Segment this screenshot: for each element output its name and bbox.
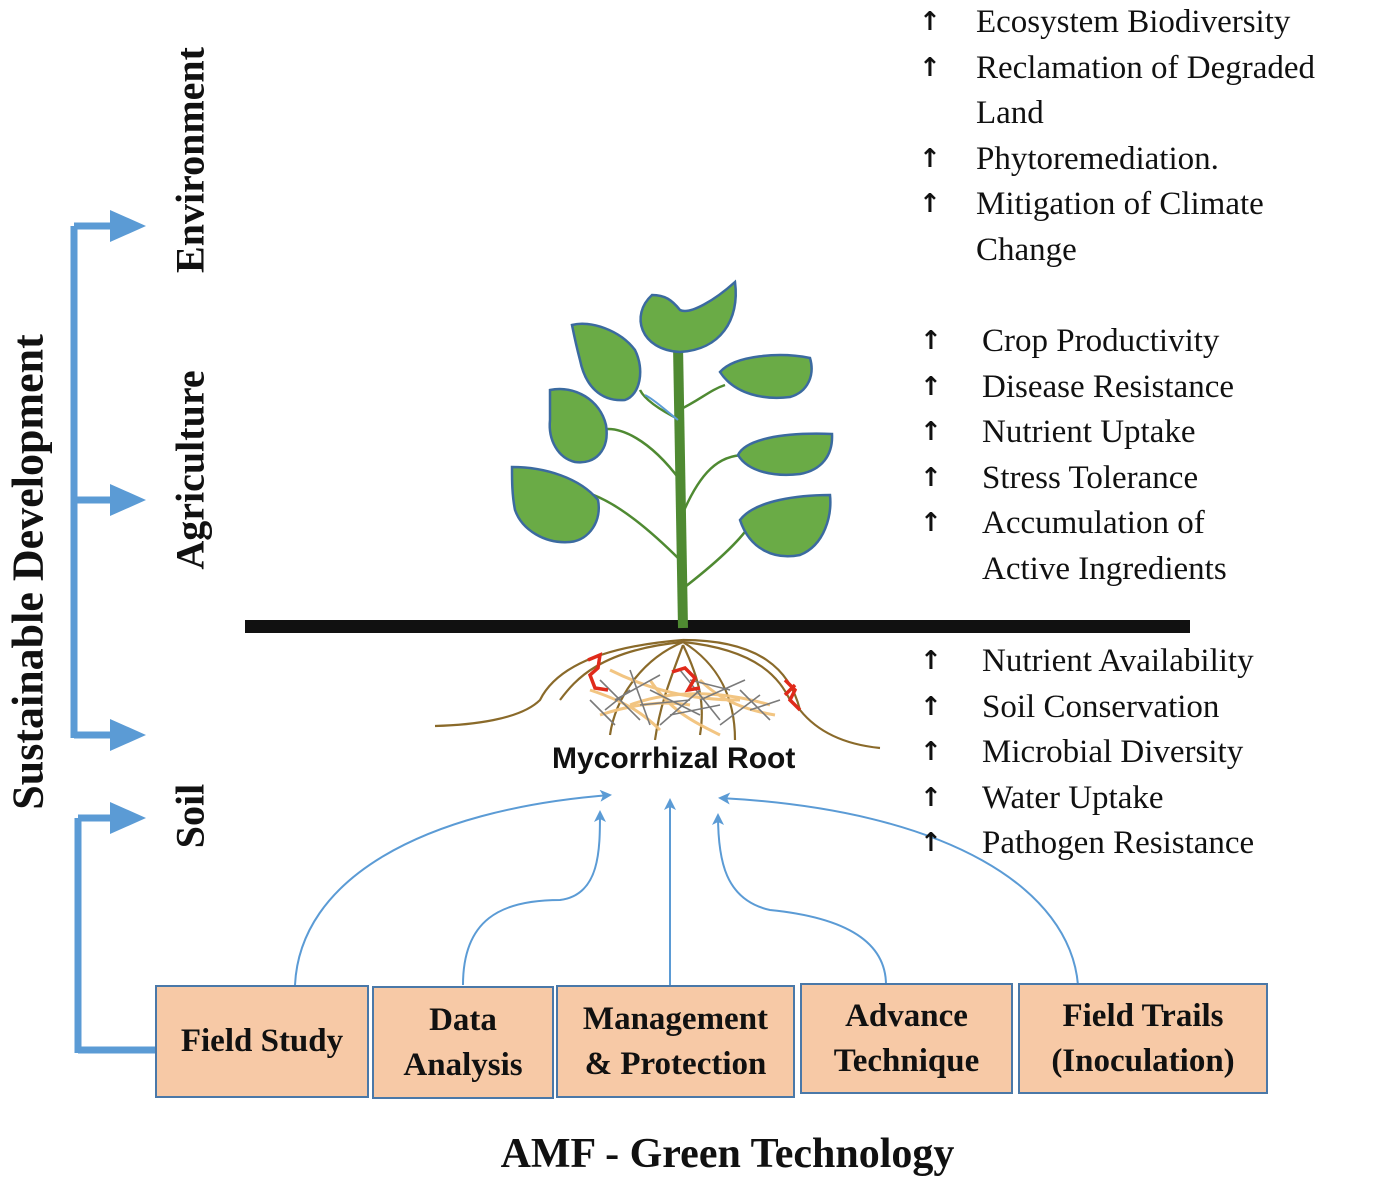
box-field-study: Field Study bbox=[155, 985, 369, 1098]
up-arrow-icon: ↑ bbox=[920, 508, 942, 538]
arrow-advance-technique bbox=[712, 813, 887, 986]
arrow-field-study bbox=[294, 789, 612, 986]
up-arrow-icon: ↑ bbox=[919, 189, 941, 219]
environment-benefits: ↑Ecosystem Biodiversity ↑Reclamation of … bbox=[919, 0, 1315, 273]
up-arrow-icon: ↑ bbox=[920, 326, 942, 356]
sustainable-development-label: Sustainable Development bbox=[3, 334, 53, 810]
arrowhead-soil-upper bbox=[110, 719, 146, 751]
box-line: Field Trails bbox=[1062, 997, 1224, 1034]
box-line: Management bbox=[582, 1000, 769, 1037]
benefit-item: ↑Accumulation of bbox=[920, 501, 1234, 547]
benefit-item: ↑Pathogen Resistance bbox=[920, 821, 1254, 867]
arrowhead-environment bbox=[110, 210, 146, 242]
leaf-top bbox=[639, 279, 737, 354]
benefit-item: ↑Nutrient Availability bbox=[920, 639, 1254, 685]
agriculture-benefits: ↑Crop Productivity ↑Disease Resistance ↑… bbox=[920, 319, 1234, 592]
mycorrhizal-root-label: Mycorrhizal Root bbox=[552, 742, 796, 775]
up-arrow-icon: ↑ bbox=[920, 371, 942, 402]
arrow-data-analysis bbox=[462, 810, 606, 986]
up-arrow-icon: ↑ bbox=[919, 7, 941, 37]
sustainable-bracket-upper bbox=[70, 222, 112, 739]
up-arrow-icon: ↑ bbox=[919, 143, 941, 174]
benefit-item: ↑Ecosystem Biodiversity bbox=[919, 0, 1315, 46]
plant bbox=[510, 279, 834, 629]
benefit-item: ↑Reclamation of Degraded bbox=[919, 46, 1315, 92]
bracket-arrowheads-upper bbox=[110, 210, 146, 751]
up-arrow-icon: ↑ bbox=[920, 691, 942, 722]
benefit-item: ↑Stress Tolerance bbox=[920, 456, 1234, 502]
benefit-item: ↑Microbial Diversity bbox=[920, 730, 1254, 776]
environment-label: Environment bbox=[167, 47, 213, 273]
box-management-protection: Management & Protection bbox=[556, 985, 795, 1098]
leaf-right-upper bbox=[718, 353, 813, 400]
soil-benefits: ↑Nutrient Availability ↑Soil Conservatio… bbox=[920, 639, 1254, 867]
box-line: & Protection bbox=[584, 1045, 767, 1082]
box-line: Field Study bbox=[180, 1023, 344, 1059]
fungal-hyphae bbox=[587, 652, 802, 712]
benefit-item: Land bbox=[976, 95, 1044, 131]
benefit-item: ↑Soil Conservation bbox=[920, 685, 1254, 731]
up-arrow-icon: ↑ bbox=[920, 417, 942, 447]
mycorrhizal-roots bbox=[434, 638, 881, 750]
benefit-item: ↑Disease Resistance bbox=[920, 365, 1234, 411]
benefit-item: ↑Mitigation of Climate bbox=[919, 182, 1315, 228]
agriculture-label: Agriculture bbox=[167, 370, 213, 570]
ground-line bbox=[245, 620, 1190, 633]
benefit-item: ↑Nutrient Uptake bbox=[920, 410, 1234, 456]
box-line: (Inoculation) bbox=[1051, 1042, 1235, 1079]
benefit-item: ↑Water Uptake bbox=[920, 776, 1254, 822]
soil-label: Soil bbox=[167, 783, 213, 849]
box-line: Analysis bbox=[403, 1046, 523, 1083]
sustainable-bracket-lower bbox=[74, 814, 156, 1054]
arrowhead-agriculture bbox=[110, 484, 146, 516]
leaf-left-lower bbox=[510, 465, 601, 544]
up-arrow-icon: ↑ bbox=[920, 646, 942, 676]
benefit-item: Active Ingredients bbox=[982, 550, 1227, 587]
leaf-left-middle bbox=[548, 387, 608, 464]
up-arrow-icon: ↑ bbox=[920, 462, 942, 493]
box-line: Advance bbox=[845, 997, 968, 1034]
benefit-item: Change bbox=[976, 231, 1077, 268]
diagram-title: AMF - Green Technology bbox=[500, 1131, 955, 1177]
plant-leaves bbox=[510, 279, 834, 558]
plant-stem bbox=[673, 344, 688, 629]
leaf-right-middle bbox=[736, 432, 834, 477]
up-arrow-icon: ↑ bbox=[920, 737, 942, 767]
box-field-trails: Field Trails (Inoculation) bbox=[1018, 983, 1268, 1094]
up-arrow-icon: ↑ bbox=[919, 52, 941, 83]
benefit-item: ↑Crop Productivity bbox=[920, 319, 1234, 365]
up-arrow-icon: ↑ bbox=[920, 828, 942, 858]
input-arrows bbox=[294, 789, 1079, 986]
benefit-item: ↑Phytoremediation. bbox=[919, 137, 1315, 183]
arrowhead-soil-lower bbox=[110, 802, 146, 834]
leaf-right-lower bbox=[738, 493, 832, 558]
up-arrow-icon: ↑ bbox=[920, 782, 942, 813]
arrow-field-trails bbox=[718, 792, 1079, 986]
leaf-left-upper bbox=[570, 322, 642, 402]
box-line: Technique bbox=[833, 1042, 980, 1079]
box-line: Data bbox=[429, 1001, 497, 1038]
